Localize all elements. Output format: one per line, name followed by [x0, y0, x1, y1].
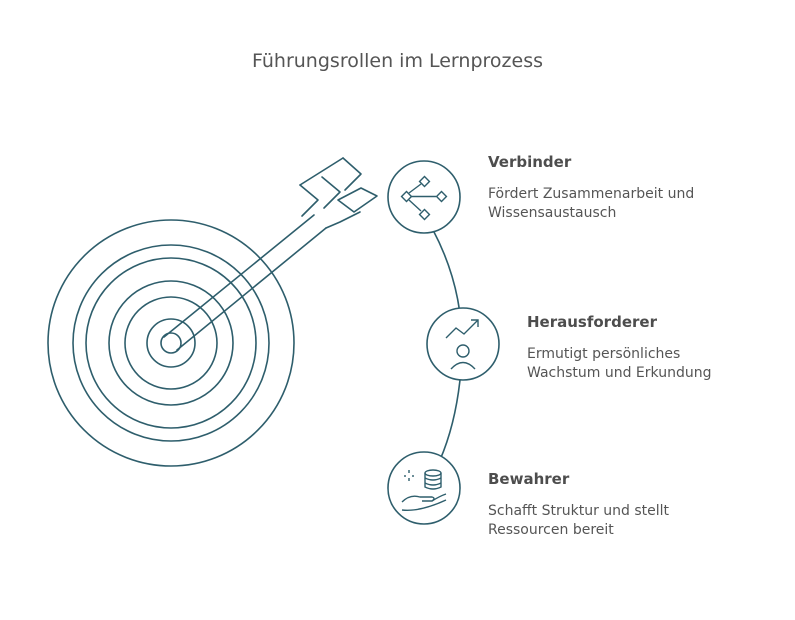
role-description: Fördert Zusammenarbeit und Wissensaustau… — [488, 186, 695, 221]
diagram-title: Führungsrollen im Lernprozess — [251, 50, 543, 72]
role-title: Verbinder — [488, 153, 572, 171]
growth-person-icon — [445, 319, 479, 370]
arrow-icon — [163, 157, 378, 351]
role-herausforderer: Herausforderer Ermutigt persönliches Wac… — [527, 313, 795, 383]
target-icon — [47, 219, 295, 467]
network-icon — [400, 175, 448, 221]
role-description: Schafft Struktur und stellt Ressourcen b… — [488, 503, 670, 538]
role-title: Herausforderer — [527, 313, 657, 331]
role-verbinder: Verbinder Fördert Zusammenarbeit und Wis… — [488, 153, 758, 223]
role-bewahrer: Bewahrer Schafft Struktur und stellt Res… — [488, 470, 758, 540]
role-title: Bewahrer — [488, 470, 570, 488]
role-description: Ermutigt persönliches Wachstum und Erkun… — [527, 346, 712, 381]
hand-database-icon — [401, 469, 447, 511]
